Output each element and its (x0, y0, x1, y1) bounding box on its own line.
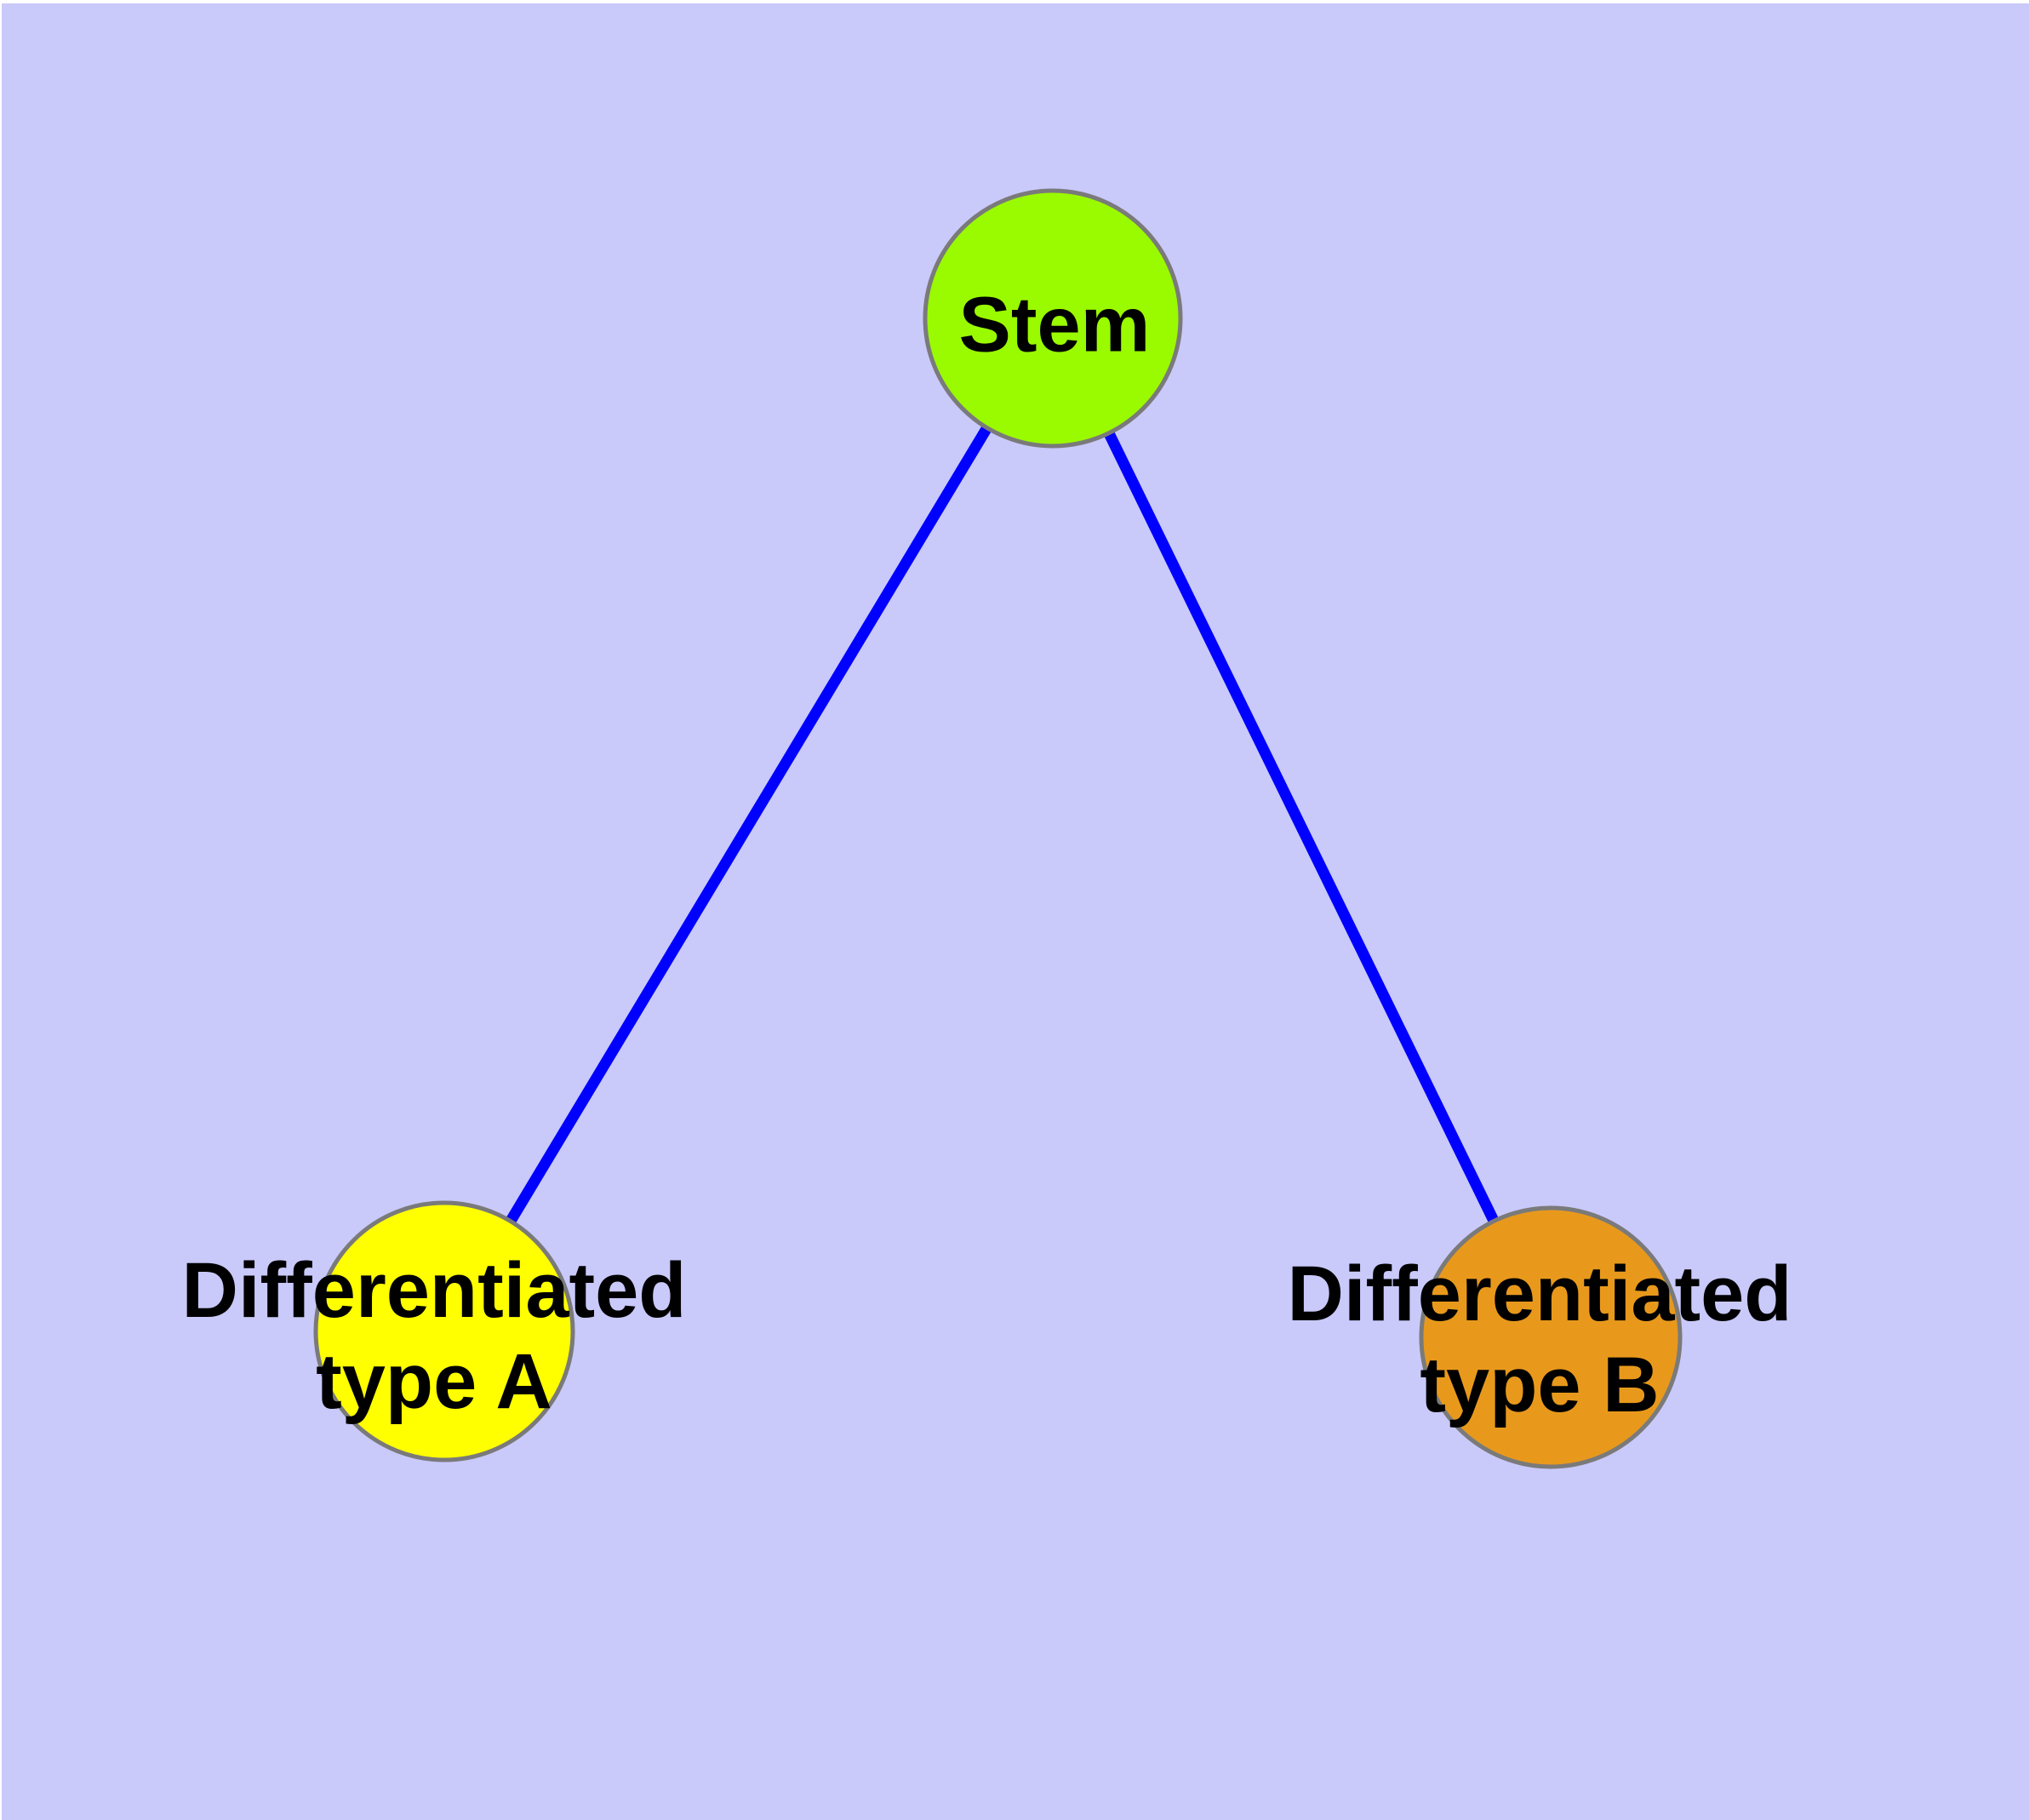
node-differentiated-type-b-label: Differentiated type B (1287, 1251, 1792, 1428)
node-differentiated-type-b (1419, 1205, 1683, 1469)
graph-svg (313, 188, 1683, 1469)
node-stem-label: Stem (958, 281, 1151, 369)
diagram-canvas: Stem Differentiated type A Differentiate… (2, 3, 2029, 1820)
edge-stem-to-type-b (1048, 316, 1556, 1340)
edge-stem-to-type-a (439, 315, 1058, 1335)
node-differentiated-type-a-label: Differentiated type A (181, 1247, 687, 1425)
node-differentiated-type-a (313, 1200, 575, 1462)
node-stem (923, 188, 1183, 449)
